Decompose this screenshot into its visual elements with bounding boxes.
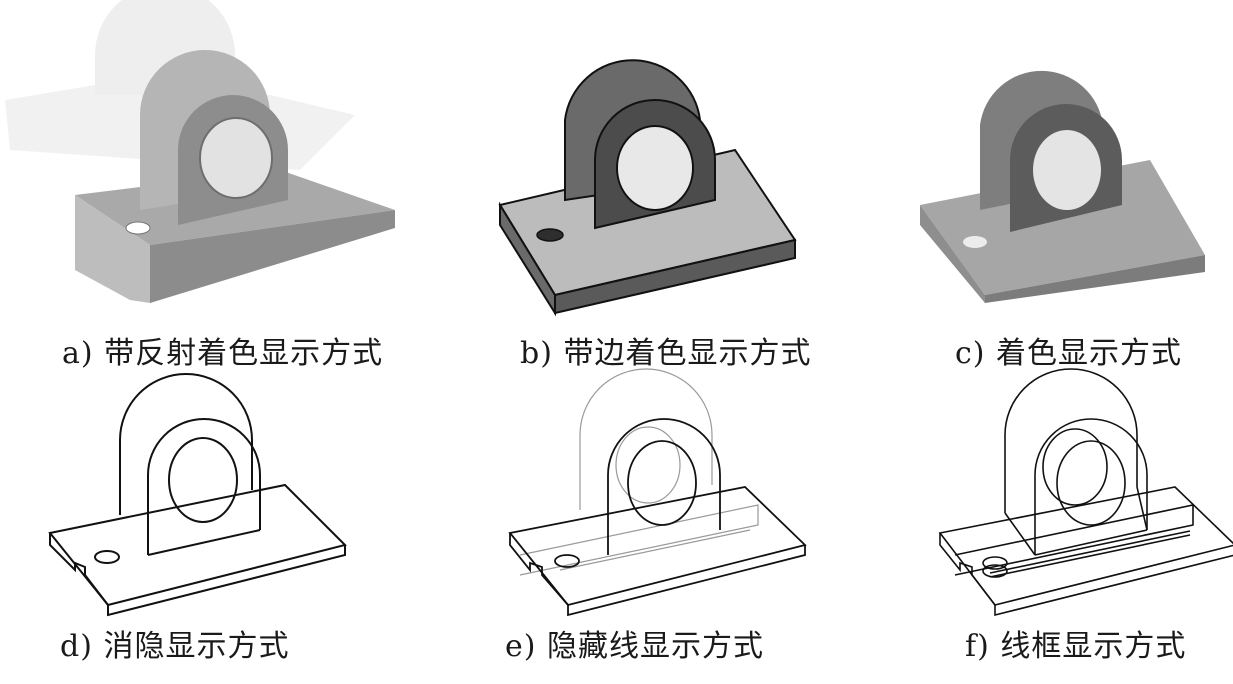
base-plate-front [150,210,395,303]
boss-bore-icon [1033,130,1101,210]
caption-c: c) 着色显示方式 [955,336,1183,371]
caption-e: e) 隐藏线显示方式 [505,629,764,664]
base-plate-left [920,205,985,303]
hidden-edges [519,368,759,576]
base-plate-left [75,195,150,303]
figure-c-shaded: c) 着色显示方式 [905,0,1233,371]
figure-e-hidden-lines: e) 隐藏线显示方式 [500,368,830,664]
boss-bore-icon [199,117,273,199]
caption-f: f) 线框显示方式 [965,629,1187,664]
figure-b-shaded-edges: b) 带边着色显示方式 [490,0,820,371]
caption-a: a) 带反射着色显示方式 [62,336,384,371]
base-plate-front [985,255,1205,303]
caption-b: b) 带边着色显示方式 [520,336,812,371]
mount-hole-icon [536,228,564,242]
figure-a-shaded-reflection: a) 带反射着色显示方式 [0,0,410,371]
caption-d: d) 消隐显示方式 [60,629,290,664]
figure-d-hidden-removed: d) 消隐显示方式 [40,373,360,664]
boss-bore-icon [616,125,694,211]
mount-hole-icon [125,221,151,235]
bracket-wire-e [508,368,807,617]
figure-f-wireframe: f) 线框显示方式 [935,368,1233,664]
bracket-wire-f [938,368,1233,617]
bracket-model-b [498,59,797,317]
bracket-wire-d [48,373,347,617]
bracket-model-a [5,0,395,303]
bracket-model-c [920,70,1205,303]
mount-hole-icon [963,236,987,248]
base-plate-left [499,201,556,317]
